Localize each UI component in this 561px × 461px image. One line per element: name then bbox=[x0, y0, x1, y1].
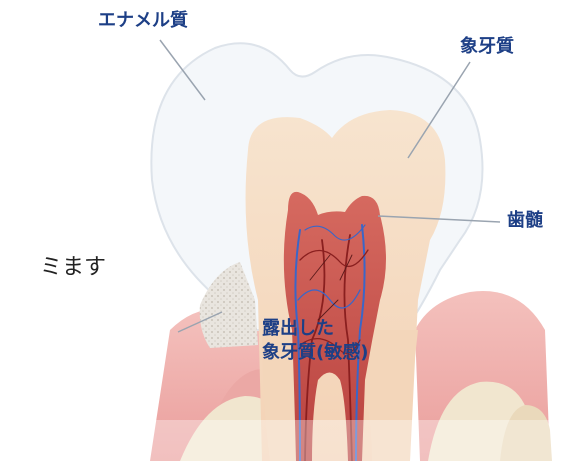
dentin-label: 象牙質 bbox=[460, 36, 514, 58]
bottom-fade bbox=[0, 420, 561, 461]
exposed-dentin-label: 露出した 象牙質(敏感) bbox=[262, 317, 368, 365]
enamel-label: エナメル質 bbox=[98, 10, 188, 32]
exposed-dentin-label-line1: 露出した bbox=[262, 317, 368, 341]
cropped-text-fragment: ミます bbox=[40, 255, 106, 281]
exposed-dentin-label-line2: 象牙質(敏感) bbox=[262, 341, 368, 365]
pulp-label: 歯髄 bbox=[507, 210, 543, 232]
